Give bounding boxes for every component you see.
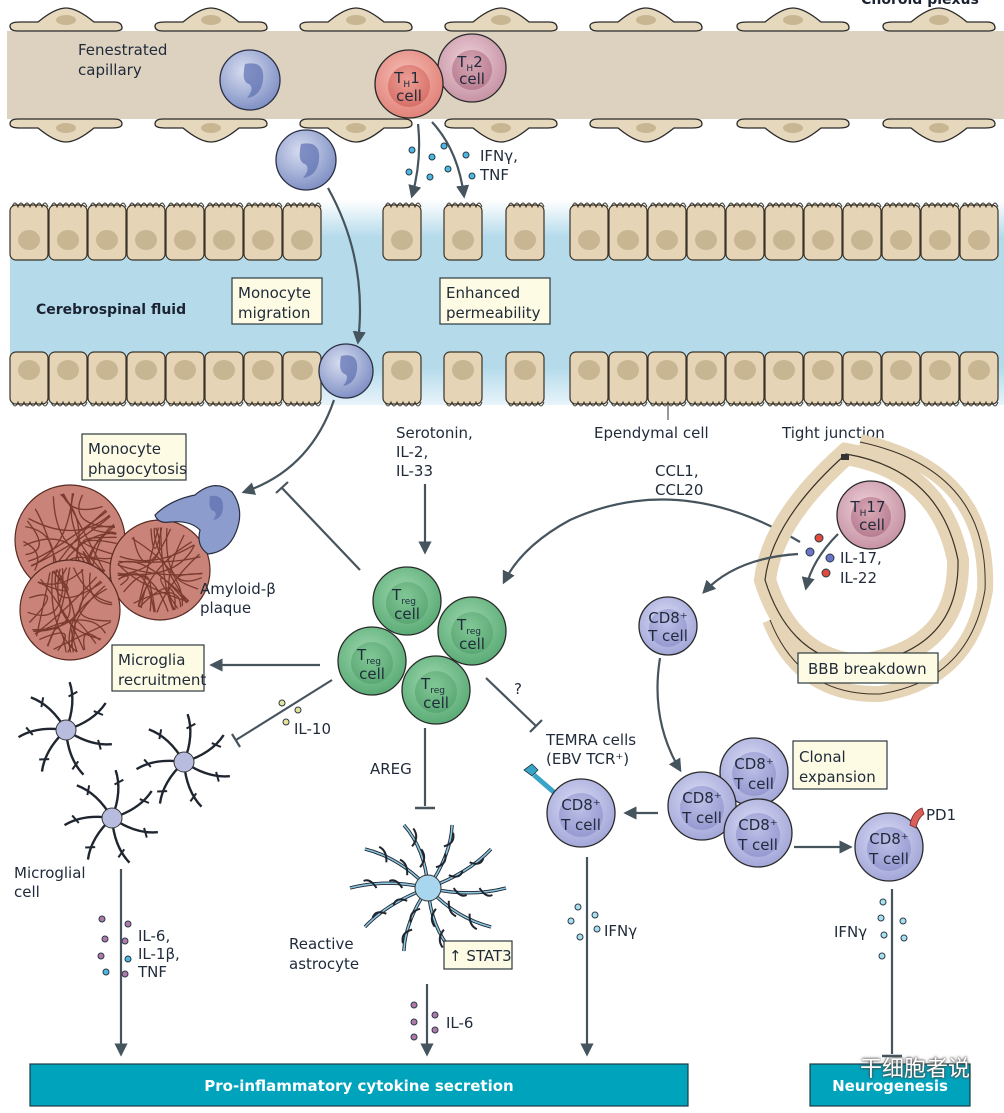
treg-inputs-label: Serotonin, IL-2, IL-33 [396,424,478,480]
svg-text:T cell: T cell [868,850,909,868]
csf-label: Cerebrospinal fluid [36,302,186,318]
cd8-temra-cell: CD8⁺ T cell [547,779,615,847]
svg-text:Pro-inflammatory cytokine secr: Pro-inflammatory cytokine secretion [204,1077,513,1095]
svg-text:cell: cell [459,70,485,88]
th1-arrow-2 [432,122,464,196]
svg-text:T cell: T cell [681,809,722,827]
clonal-expansion-box: Clonalexpansion [793,741,887,789]
cd8-t-cell-recruited: CD8⁺ T cell [639,597,697,655]
pd1-label: PD1 [926,806,956,824]
microglial-cells [19,682,230,863]
svg-text:T cell: T cell [560,816,601,834]
th17-to-cd8-arrow [704,554,798,592]
il17-il22-label: IL-17, IL-22 [840,549,887,587]
pd1-receptor-icon [910,808,924,828]
ifng-tnf-label: IFNγ, TNF [479,147,523,184]
monocyte-in-capillary [220,50,280,110]
svg-text:cell: cell [359,665,385,683]
svg-text:cell: cell [859,516,885,534]
monocyte-migration-box: Monocytemigration [232,278,322,324]
microglia-recruitment-box: Microgliarecruitment [112,645,206,691]
microglia-cytokines-label: IL-6, IL-1β, TNF [137,927,185,981]
svg-text:CD8⁺: CD8⁺ [734,755,774,773]
treg-cell: Treg cell [373,567,441,635]
th2-cell: TH2 cell [438,34,506,102]
treg-inhibits-temra [486,678,536,726]
svg-text:CD8⁺: CD8⁺ [738,816,778,834]
th1-arrow-1 [412,124,419,196]
cd8-expansion-arrow [658,658,681,770]
cd8-t-cell: CD8⁺ T cell [724,799,792,867]
tcr-receptor-icon [524,764,556,794]
svg-text:T cell: T cell [737,836,778,854]
monocyte-to-phagocytosis-arrow [244,400,334,492]
th1-cell: TH1 cell [375,50,443,118]
svg-text:cell: cell [394,605,420,623]
treg-inhibits-monocyte [282,488,360,570]
pd1-ifng-label: IFNγ [834,923,867,941]
treg-cell: Treg cell [438,597,506,665]
temra-ifng-dots [568,904,600,940]
svg-text:CD8⁺: CD8⁺ [561,796,601,814]
temra-label: TEMRA cells (EBV TCR⁺) [545,731,641,768]
astrocyte-il6-dots [411,1002,438,1040]
svg-text:T cell: T cell [647,627,688,645]
monocyte-crossing [319,344,373,398]
svg-text:CD8⁺: CD8⁺ [648,609,688,627]
diagram-title: Choroid plexus [861,0,979,8]
amyloid-label: Amyloid-β plaque [200,580,281,617]
svg-text:T cell: T cell [733,775,774,793]
microglial-cell-label: Microglial cell [14,864,90,901]
monocyte-exiting [276,130,336,190]
chemokines-label: CCL1, CCL20 [655,462,703,499]
reactive-astrocyte [350,825,506,951]
bbb-breakdown-box: BBB breakdown [798,653,938,683]
ependymal-cell-label: Ependymal cell [594,424,709,442]
microglia-cytokine-dots [98,916,131,977]
temra-ifng-label: IFNγ [604,922,637,940]
svg-text:BBB breakdown: BBB breakdown [808,660,927,678]
enhanced-permeability-box: Enhancedpermeability [440,278,550,324]
question-mark: ? [514,680,522,698]
treg-cluster: Treg cell Treg cell Treg cell Treg cell [338,567,506,724]
watermark: 干细胞者说 [860,1051,970,1083]
svg-text:↑ STAT3: ↑ STAT3 [449,947,512,965]
monocyte-phagocytosis-box: Monocytephagocytosis [82,434,187,480]
treg-cell: Treg cell [338,627,406,695]
reactive-astrocyte-label: Reactive astrocyte [289,935,359,973]
proinflammatory-banner: Pro-inflammatory cytokine secretion [30,1064,688,1106]
cd8-clonal-cluster: CD8⁺ T cell CD8⁺ T cell CD8⁺ T cell [668,738,792,867]
svg-text:cell: cell [396,87,422,105]
th17-cell: TH17 cell [837,481,905,549]
svg-text:cell: cell [423,694,449,712]
svg-text:CD8⁺: CD8⁺ [869,830,909,848]
astrocyte-il6-label: IL-6 [446,1014,473,1032]
svg-text:CD8⁺: CD8⁺ [682,789,722,807]
areg-label: AREG [370,760,412,778]
stat3-box: ↑ STAT3 [444,941,512,969]
svg-text:cell: cell [459,635,485,653]
treg-cell: Treg cell [402,656,470,724]
il10-label: IL-10 [294,720,331,738]
